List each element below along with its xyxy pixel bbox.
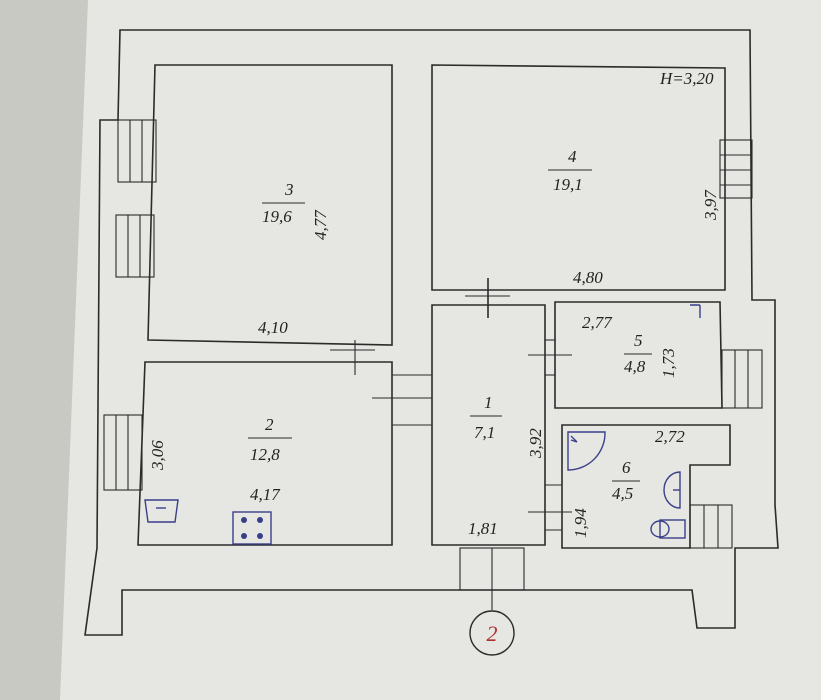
axis-marker: 2 [469, 610, 515, 656]
paper-sheet [60, 0, 821, 700]
room-4-outline [431, 64, 726, 291]
room-3-height-dim: 4,77 [311, 209, 330, 240]
room-1-area: 7,1 [474, 423, 495, 442]
room-3-area: 19,6 [262, 207, 292, 226]
ceiling-height-label: H=3,20 [659, 69, 714, 88]
door-marks [330, 278, 572, 531]
room-5-number: 5 [634, 331, 643, 350]
room-2-area: 12,8 [250, 445, 280, 464]
shower-icon [567, 431, 606, 471]
window-left-upper [117, 119, 157, 183]
room-4-area: 19,1 [553, 175, 583, 194]
window-left-lower [103, 414, 143, 491]
axis-marker-label: 2 [487, 621, 498, 646]
room-5-height-dim: 1,73 [659, 348, 678, 378]
room-2-outline [137, 361, 393, 546]
toilet-icon [650, 519, 686, 539]
sink-icon [663, 471, 681, 509]
room-3-width-dim: 4,10 [258, 318, 288, 337]
room-4-height-dim: 3,97 [701, 189, 720, 221]
room-3-outline [147, 64, 393, 346]
room-1-number: 1 [484, 393, 493, 412]
room-5-width-dim: 2,77 [582, 313, 613, 332]
room-1-width-dim: 1,81 [468, 519, 498, 538]
stove-icon [232, 511, 272, 545]
room-1-height-dim: 3,92 [526, 428, 545, 459]
room-6-number: 6 [622, 458, 631, 477]
room-3-number: 3 [284, 180, 294, 199]
room-2-width-dim: 4,17 [250, 485, 281, 504]
window-left-middle [115, 214, 155, 278]
entrance-door [459, 547, 525, 610]
room-6-height-dim: 1,94 [571, 508, 590, 538]
room-2-number: 2 [265, 415, 274, 434]
room-5-area: 4,8 [624, 357, 646, 376]
room-6-width-dim: 2,72 [655, 427, 685, 446]
room-4-width-dim: 4,80 [573, 268, 603, 287]
room-1-outline [431, 304, 546, 546]
vent-icon [690, 304, 701, 318]
room-4-number: 4 [568, 147, 577, 166]
washbasin-icon [144, 499, 179, 523]
room-6-area: 4,5 [612, 484, 633, 503]
room-6-outline [561, 424, 731, 549]
outer-wall [84, 29, 779, 636]
room-2-height-dim: 3,06 [148, 440, 167, 471]
room-5-outline [554, 301, 723, 409]
